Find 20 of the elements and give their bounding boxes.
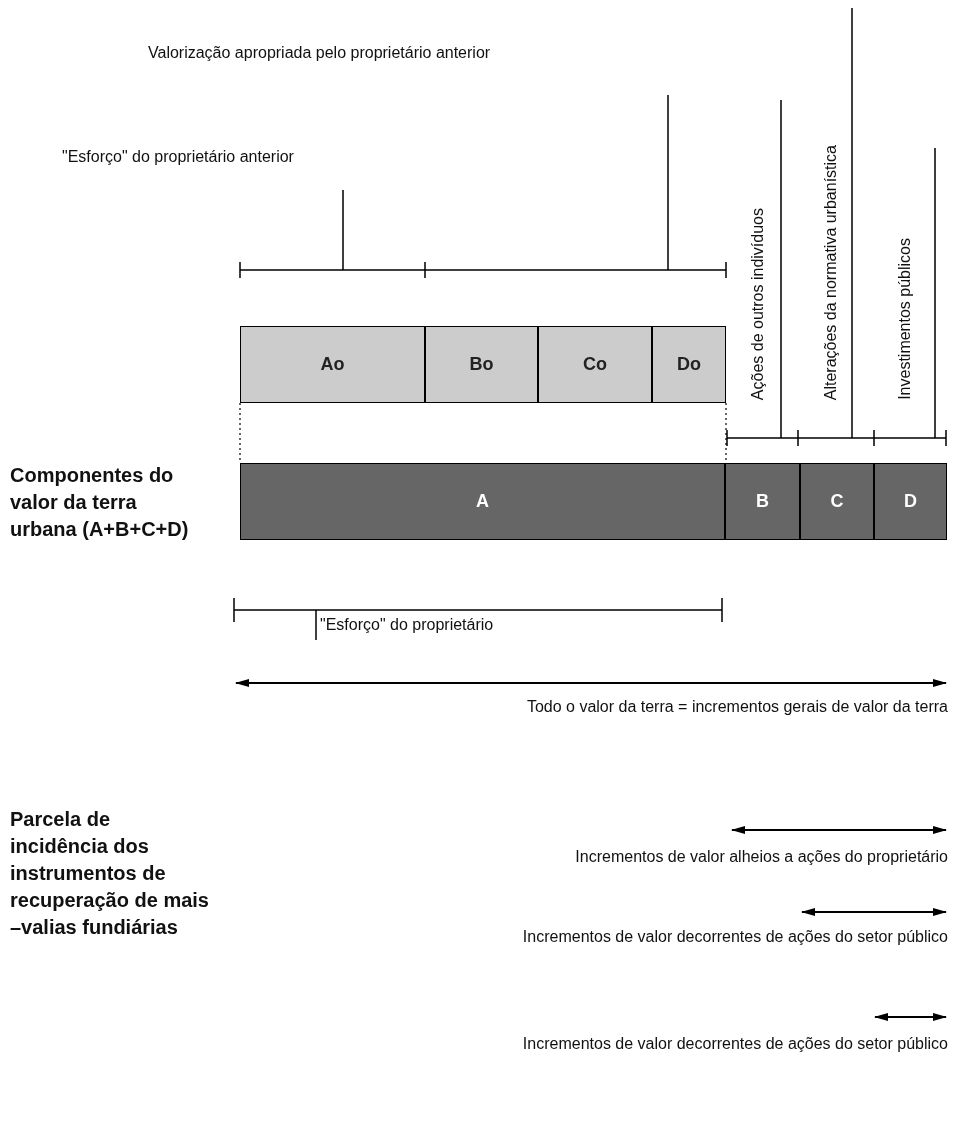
value-segment: D — [874, 463, 947, 540]
vertical-label: Investimentos públicos — [895, 238, 914, 400]
value-segment: A — [240, 463, 725, 540]
value-segment: Do — [652, 326, 726, 403]
value-segment: Co — [538, 326, 652, 403]
vertical-label: Alterações da normativa urbanística — [821, 144, 840, 400]
label: "Esforço" do proprietário anterior — [62, 147, 294, 167]
vertical-label: Ações de outros indivíduos — [748, 207, 767, 400]
label: Incrementos de valor alheios a ações do proprietário — [575, 847, 948, 867]
label: Incrementos de valor decorrentes de ações do setor público — [522, 927, 948, 947]
label: Incrementos de valor decorrentes de ações do setor público — [522, 1034, 948, 1054]
value-segment: C — [800, 463, 874, 540]
value-segment: Ao — [240, 326, 425, 403]
label: Valorização apropriada pelo proprietário anterior — [148, 43, 491, 63]
label: "Esforço" do proprietário — [320, 615, 494, 635]
row-heading: Parcela de incidência dos instrumentos de recuperação de mais –valias fundiárias — [10, 807, 210, 940]
row-heading: Componentes do valor da terra urbana (A+B+C+D) — [10, 463, 190, 542]
label: Todo o valor da terra = incrementos gerais de valor da terra — [526, 697, 948, 717]
value-segment: Bo — [425, 326, 538, 403]
value-segment: B — [725, 463, 800, 540]
